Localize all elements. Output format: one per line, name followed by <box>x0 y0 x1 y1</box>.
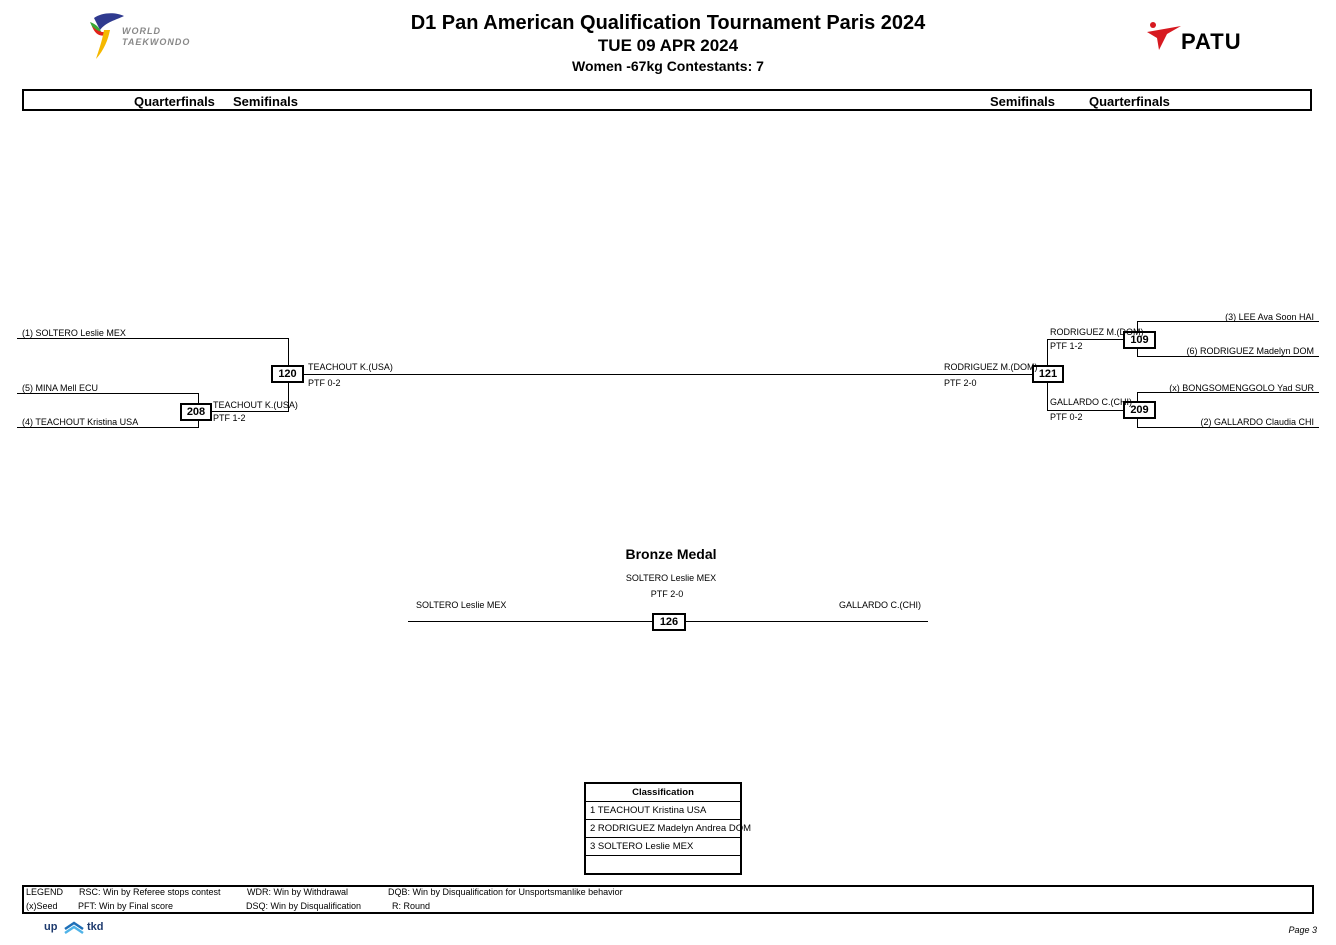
classification-row: 2 RODRIGUEZ Madelyn Andrea DOM <box>586 819 751 837</box>
world-taekwondo-logo: WORLD TAEKWONDO <box>86 12 196 60</box>
bracket-line <box>1048 410 1138 411</box>
classification-title: Classification <box>632 787 694 798</box>
bracket-line <box>1138 427 1319 428</box>
round-header-bar <box>22 89 1312 111</box>
bracket-line <box>1138 356 1319 357</box>
match-score: PTF 0-2 <box>308 378 341 388</box>
wt-logo-line2: TAEKWONDO <box>122 37 191 47</box>
legend-pft: PFT: Win by Final score <box>78 901 174 911</box>
wt-logo-line1: WORLD <box>122 26 161 36</box>
patu-logo: PATU <box>1145 20 1255 56</box>
competitor-entry: (2) GALLARDO Claudia CHI <box>1200 417 1314 427</box>
bracket-line <box>17 338 289 339</box>
legend-dsq: DSQ: Win by Disqualification <box>246 901 362 911</box>
match-number-box: 120 <box>271 365 304 383</box>
tournament-title: D1 Pan American Qualification Tournament… <box>410 12 926 34</box>
match-number-box: 208 <box>180 403 212 421</box>
match-winner: TEACHOUT K.(USA) <box>213 400 298 410</box>
left-semifinals-label: Semifinals <box>233 94 299 109</box>
match-score: PTF 1-2 <box>213 413 246 423</box>
match-number-box: 126 <box>652 613 686 631</box>
uptkd-logo-up: up <box>44 921 58 933</box>
legend-rsc: RSC: Win by Referee stops contest <box>79 887 221 897</box>
bronze-left-competitor: SOLTERO Leslie MEX <box>416 600 507 610</box>
bronze-score: PTF 2-0 <box>650 589 684 599</box>
weight-category: Women -67kg Contestants: 7 <box>572 58 764 74</box>
bronze-medal-title: Bronze Medal <box>625 546 717 562</box>
match-winner: TEACHOUT K.(USA) <box>308 362 393 372</box>
right-semifinals-label: Semifinals <box>990 94 1056 109</box>
legend-seed: (x)Seed <box>26 901 58 911</box>
bracket-line <box>1048 339 1138 340</box>
classification-row: 1 TEACHOUT Kristina USA <box>586 801 740 819</box>
bracket-line <box>288 374 1048 375</box>
bronze-right-competitor: GALLARDO C.(CHI) <box>838 600 921 610</box>
classification-row <box>586 855 740 873</box>
match-number-box: 121 <box>1032 365 1064 383</box>
competitor-entry: (x) BONGSOMENGGOLO Yad SUR <box>1169 383 1314 393</box>
match-score: PTF 0-2 <box>1050 412 1083 422</box>
classification-row: 3 SOLTERO Leslie MEX <box>586 837 740 855</box>
match-number-box: 209 <box>1123 401 1156 419</box>
match-score: PTF 1-2 <box>1050 341 1083 351</box>
competitor-entry: (6) RODRIGUEZ Madelyn DOM <box>1186 346 1314 356</box>
legend-wdr: WDR: Win by Withdrawal <box>247 887 349 897</box>
match-winner: GALLARDO C.(CHI) <box>1050 397 1133 407</box>
patu-logo-text: PATU <box>1181 29 1242 54</box>
legend-box <box>22 885 1314 914</box>
competitor-entry: (4) TEACHOUT Kristina USA <box>22 417 139 427</box>
bracket-line <box>17 393 199 394</box>
legend-label: LEGEND <box>26 887 64 897</box>
match-number-box: 109 <box>1123 331 1156 349</box>
competitor-entry: (1) SOLTERO Leslie MEX <box>22 328 126 338</box>
bracket-line <box>17 427 199 428</box>
legend-dqb: DQB: Win by Disqualification for Unsport… <box>388 887 623 897</box>
competitor-entry: (3) LEE Ava Soon HAI <box>1225 312 1314 322</box>
uptkd-logo: up tkd <box>44 920 114 936</box>
bracket-line <box>198 411 289 412</box>
page-number: Page 3 <box>1288 925 1317 935</box>
legend-round: R: Round <box>392 901 431 911</box>
match-winner: RODRIGUEZ M.(DOM) <box>944 362 1038 372</box>
bracket-line <box>1138 392 1319 393</box>
bracket-line <box>1138 321 1319 322</box>
wt-emblem-icon <box>90 13 124 59</box>
tournament-date: TUE 09 APR 2024 <box>597 36 739 55</box>
bronze-winner: SOLTERO Leslie MEX <box>625 573 717 583</box>
left-quarterfinals-label: Quarterfinals <box>134 94 215 109</box>
uptkd-wave-icon <box>64 921 84 935</box>
competitor-entry: (5) MINA Mell ECU <box>22 383 99 393</box>
right-quarterfinals-label: Quarterfinals <box>1089 94 1170 109</box>
match-score: PTF 2-0 <box>944 378 977 388</box>
patu-emblem-icon <box>1147 22 1181 50</box>
classification-table: Classification 1 TEACHOUT Kristina USA 2… <box>584 782 751 875</box>
uptkd-logo-tkd: tkd <box>87 921 104 933</box>
match-winner: RODRIGUEZ M.(DOM) <box>1050 327 1144 337</box>
